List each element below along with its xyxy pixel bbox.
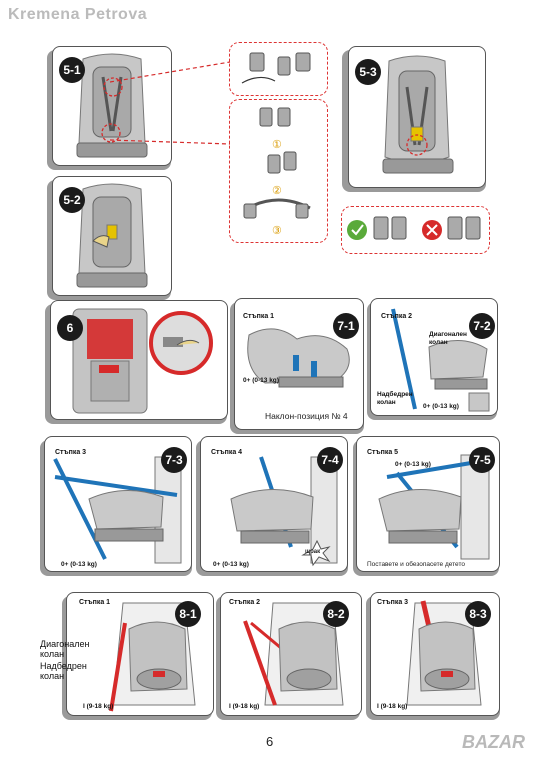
step-number-2: ② (272, 185, 282, 197)
step-number-1: ① (272, 139, 282, 151)
panel-6: 6 (50, 300, 228, 420)
step-badge: 5-1 (59, 57, 85, 83)
weight-label: 0+ (0-13 kg) (395, 461, 431, 468)
detail-box-steps: ① ② ③ (229, 99, 328, 243)
panel-8-3: Стъпка 3 8-3 I (9-18 kg) (370, 592, 500, 716)
panel-7-4: Стъпка 4 7-4 щрак 0+ (0-13 kg) (200, 436, 348, 572)
step-label: Стъпка 2 (229, 599, 261, 606)
weight-label: I (9-18 kg) (377, 703, 408, 710)
step-label: Стъпка 1 (243, 313, 275, 320)
secure-child-caption: Поставете и обезопасете детето (367, 561, 465, 568)
weight-label: I (9-18 kg) (83, 703, 114, 710)
seat-illustration (76, 53, 148, 158)
panel-8-2: Стъпка 2 8-2 I (9-18 kg) (220, 592, 362, 716)
step-number-3: ③ (272, 225, 282, 237)
seat-illustration (382, 55, 454, 174)
step-badge: 5-2 (59, 187, 85, 213)
lap-belt-label: Надбедрен колан (40, 661, 87, 681)
step-badge: 7-4 (317, 447, 343, 473)
panel-7-1: Стъпка 1 7-1 0+ (0-13 kg) Наклон-позиция… (234, 298, 364, 430)
step-badge: 7-3 (161, 447, 187, 473)
step-badge: 8-1 (175, 601, 201, 627)
buckle-detail-illustration (241, 52, 311, 84)
weight-label: 0+ (0-13 kg) (243, 377, 279, 384)
diagonal-belt-label: Диагонален колан (40, 639, 90, 659)
panel-5-1: 5-1 (52, 46, 172, 166)
panel-8-1: Стъпка 1 8-1 I (9-18 kg) (66, 592, 214, 716)
connector-lines (110, 61, 231, 145)
panel-5-3: 5-3 (348, 46, 486, 188)
belt-illustration (378, 454, 490, 560)
weight-label: 0+ (0-13 kg) (213, 561, 249, 568)
seat-belt-illustration (406, 600, 482, 706)
weight-label: 0+ (0-13 kg) (423, 403, 459, 410)
buckle-steps-illustration (243, 107, 311, 219)
weight-label: I (9-18 kg) (229, 703, 260, 710)
lap-belt-label: Надбедрен колан (377, 391, 413, 406)
seat-belt-illustration (109, 602, 196, 712)
step-badge: 8-2 (323, 601, 349, 627)
step-badge: 7-1 (333, 313, 359, 339)
detail-box-top (229, 42, 328, 96)
click-sound-label: щрак (305, 549, 321, 555)
belt-illustration (230, 456, 338, 567)
seat-belt-illustration (243, 602, 344, 706)
seat-release-illustration (72, 308, 213, 414)
belt-illustration (391, 308, 490, 412)
watermark-text: Kremena Petrova (8, 6, 148, 23)
brand-logo: BAZAR (462, 732, 525, 752)
step-badge: 8-3 (465, 601, 491, 627)
seat-illustration (76, 183, 148, 288)
correct-wrong-illustration (347, 216, 481, 240)
panel-7-2: Стъпка 2 7-2 Диагонален колан Надбедрен … (370, 298, 498, 416)
page-number: 6 (266, 734, 274, 749)
panel-7-5: Стъпка 5 7-5 0+ (0-13 kg) Поставете и об… (356, 436, 500, 572)
step-label: Стъпка 1 (79, 599, 111, 606)
step-label: Стъпка 4 (211, 449, 243, 456)
step-label: Стъпка 5 (367, 449, 399, 456)
step-badge: 7-2 (469, 313, 495, 339)
correct-wrong-box (341, 206, 490, 254)
step-badge: 6 (57, 315, 83, 341)
panel-5-2: 5-2 (52, 176, 172, 296)
weight-label: 0+ (0-13 kg) (61, 561, 97, 568)
step-badge: 7-5 (469, 447, 495, 473)
step-label: Стъпка 3 (55, 449, 87, 456)
recline-illustration (247, 328, 350, 388)
panel-7-3: Стъпка 3 7-3 0+ (0-13 kg) (44, 436, 192, 572)
step-label: Стъпка 2 (381, 313, 413, 320)
step-label: Стъпка 3 (377, 599, 409, 606)
diagonal-belt-label: Диагонален колан (429, 331, 467, 346)
belt-illustration (53, 456, 182, 564)
step-badge: 5-3 (355, 59, 381, 85)
recline-caption: Наклон-позиция № 4 (265, 411, 348, 421)
